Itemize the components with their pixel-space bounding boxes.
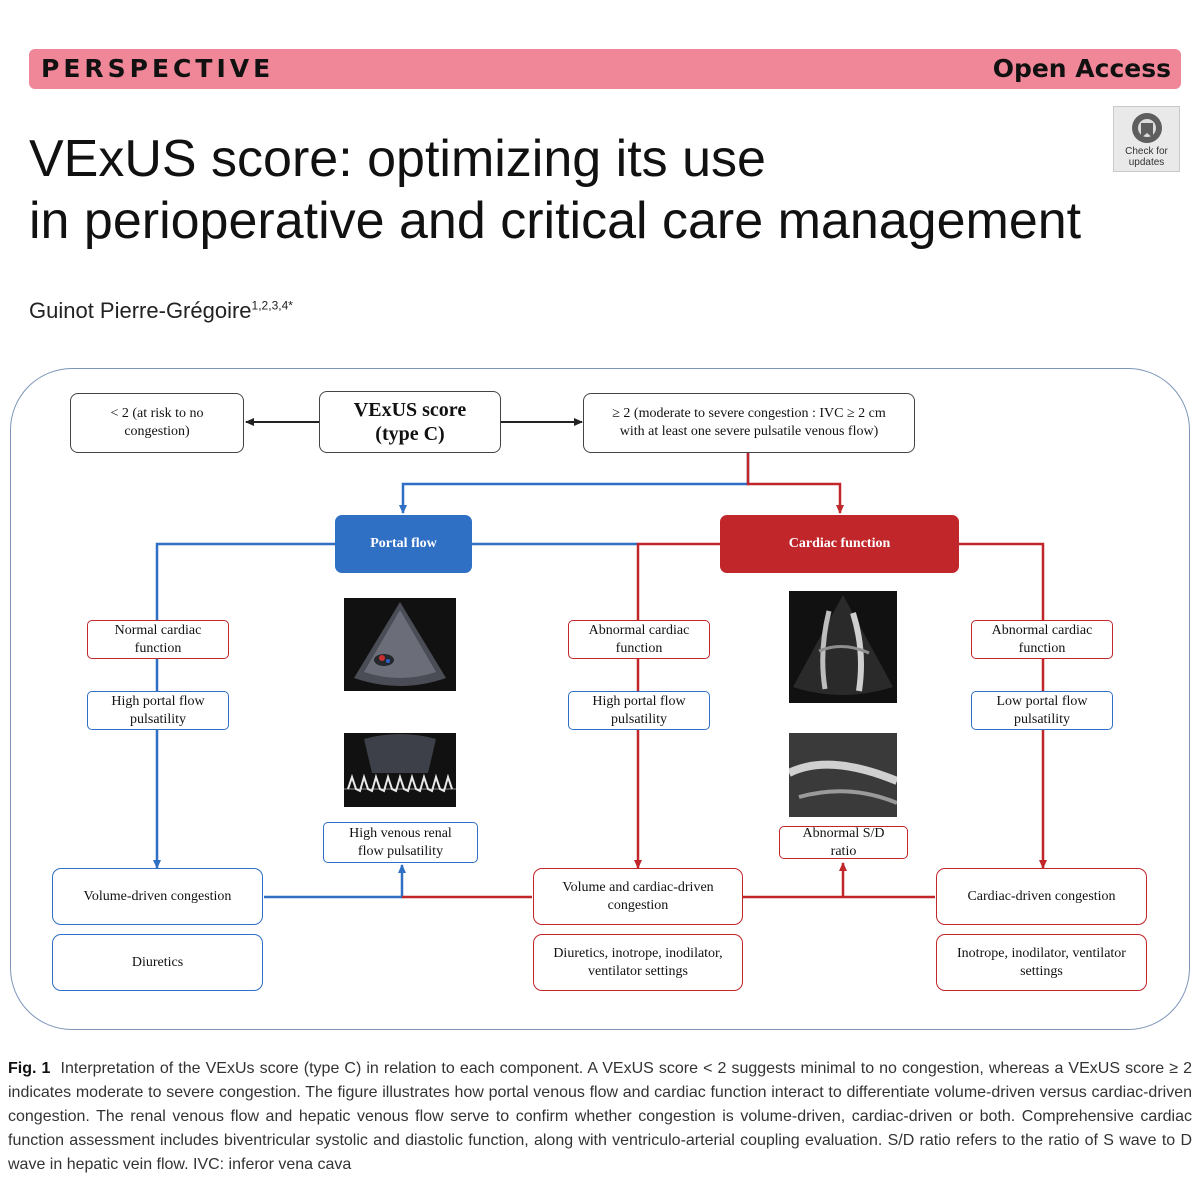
cardiac-treatment-box: Inotrope, inodilator, ventilator setting… bbox=[936, 934, 1147, 991]
caption-text: Interpretation of the VExUs score (type … bbox=[8, 1060, 1193, 1173]
high-renal-pulsatility-box: High venous renal flow pulsatility bbox=[323, 822, 478, 863]
portal-flow-box: Portal flow bbox=[335, 515, 472, 573]
volume-cardiac-congestion-box: Volume and cardiac-driven congestion bbox=[533, 868, 743, 925]
high-score-box: ≥ 2 (moderate to severe congestion : IVC… bbox=[583, 393, 915, 453]
caption-label: Fig. 1 bbox=[8, 1060, 51, 1077]
author-affiliations: 1,2,3,4* bbox=[251, 298, 293, 313]
volume-driven-congestion-box: Volume-driven congestion bbox=[52, 868, 263, 925]
crossmark-label: Check for updates bbox=[1125, 146, 1168, 168]
abnormal-sd-ratio-box: Abnormal S/D ratio bbox=[779, 826, 908, 859]
abnormal-cardiac-function-box-right: Abnormal cardiac function bbox=[971, 620, 1113, 659]
low-score-box: < 2 (at risk to no congestion) bbox=[70, 393, 244, 453]
cardiac-driven-congestion-box: Cardiac-driven congestion bbox=[936, 868, 1147, 925]
high-portal-pulsatility-box: High portal flow pulsatility bbox=[87, 691, 229, 730]
figure-frame bbox=[10, 368, 1190, 1030]
diuretics-box: Diuretics bbox=[52, 934, 263, 991]
vexus-score-box: VExUS score (type C) bbox=[319, 391, 501, 453]
title-line-1: VExUS score: optimizing its use bbox=[29, 130, 766, 188]
section-label: PERSPECTIVE bbox=[41, 54, 275, 83]
renal-doppler-image bbox=[344, 733, 456, 807]
hepatic-echo-image bbox=[789, 733, 897, 817]
title-line-2: in perioperative and critical care manag… bbox=[29, 192, 1082, 250]
abnormal-cardiac-function-box-mid: Abnormal cardiac function bbox=[568, 620, 710, 659]
mixed-treatment-box: Diuretics, inotrope, inodilator, ventila… bbox=[533, 934, 743, 991]
cardiac-echo-image bbox=[789, 591, 897, 703]
cardiac-function-box: Cardiac function bbox=[720, 515, 959, 573]
check-for-updates-badge[interactable]: Check for updates bbox=[1113, 106, 1180, 172]
crossmark-icon bbox=[1132, 113, 1162, 143]
author-line: Guinot Pierre-Grégoire1,2,3,4* bbox=[29, 298, 293, 324]
open-access-label: Open Access bbox=[992, 54, 1171, 83]
high-portal-pulsatility-box-mid: High portal flow pulsatility bbox=[568, 691, 710, 730]
low-portal-pulsatility-box: Low portal flow pulsatility bbox=[971, 691, 1113, 730]
normal-cardiac-function-box: Normal cardiac function bbox=[87, 620, 229, 659]
figure-caption: Fig. 1 Interpretation of the VExUs score… bbox=[8, 1057, 1192, 1177]
article-title: VExUS score: optimizing its use in perio… bbox=[29, 128, 1109, 252]
header-banner: PERSPECTIVE Open Access bbox=[29, 49, 1181, 89]
portal-ultrasound-image bbox=[344, 598, 456, 691]
author-name: Guinot Pierre-Grégoire bbox=[29, 298, 252, 323]
